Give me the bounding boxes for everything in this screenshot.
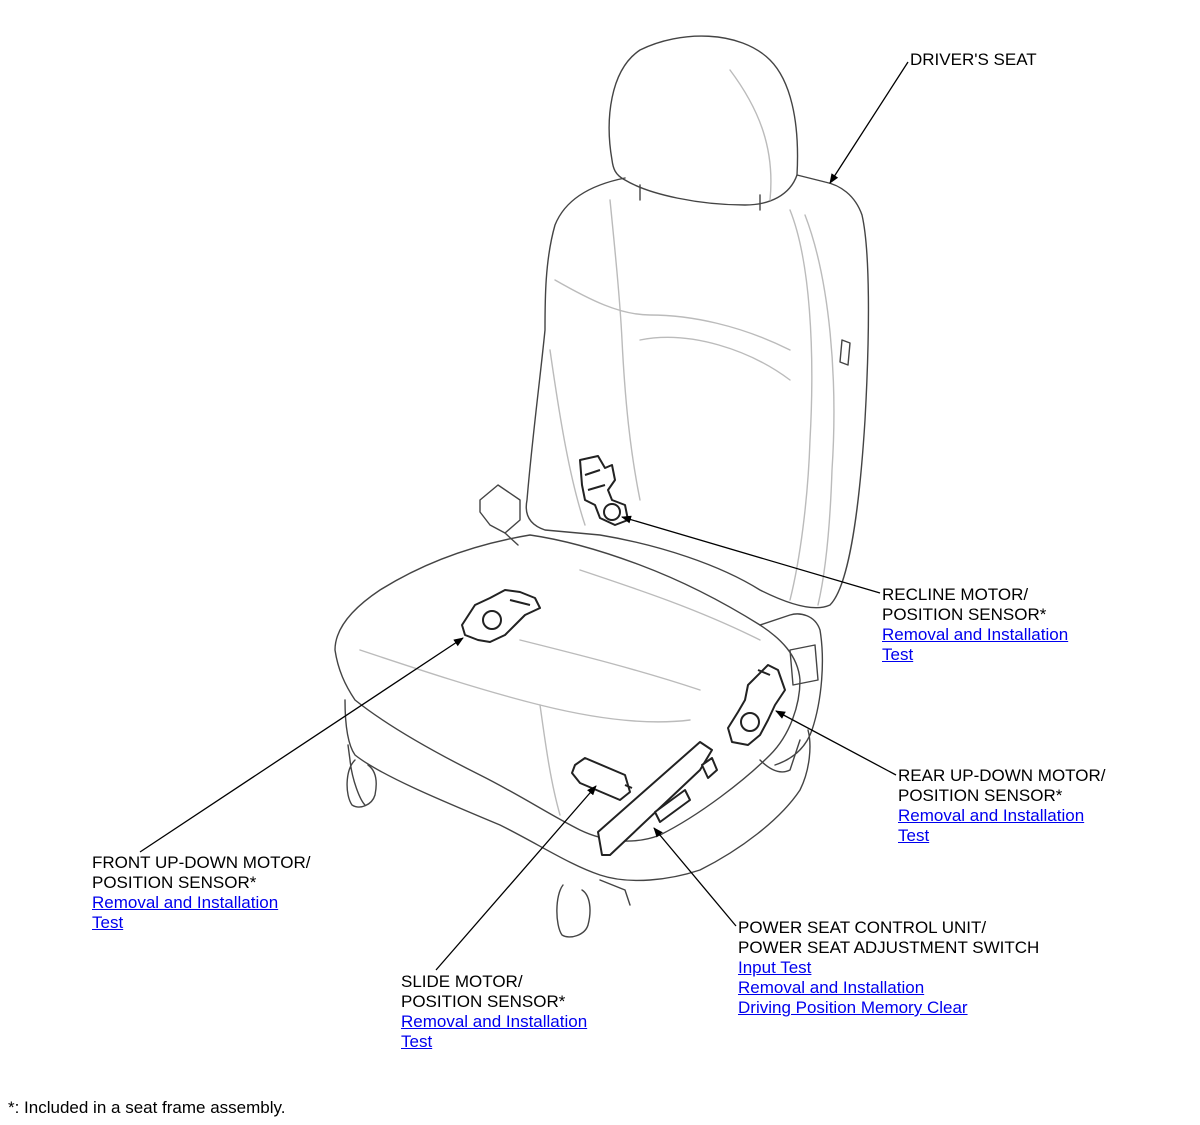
leader-slide bbox=[435, 785, 597, 971]
front-removal-link[interactable]: Removal and Installation bbox=[92, 893, 279, 912]
rear-title-line1: REAR UP-DOWN MOTOR/ bbox=[898, 766, 1106, 785]
front-title-line2: POSITION SENSOR* bbox=[92, 873, 257, 892]
slide-title-line2: POSITION SENSOR* bbox=[401, 992, 566, 1011]
drivers-seat-text: DRIVER'S SEAT bbox=[910, 50, 1037, 69]
front-up-down-motor bbox=[461, 589, 541, 643]
label-recline-motor: RECLINE MOTOR/ POSITION SENSOR* Removal … bbox=[882, 585, 1068, 665]
front-leg-right bbox=[556, 884, 591, 938]
slide-motor bbox=[571, 757, 633, 801]
front-test-link[interactable]: Test bbox=[92, 913, 124, 932]
leader-front-up-down bbox=[139, 637, 464, 853]
slide-removal-link[interactable]: Removal and Installation bbox=[401, 1012, 588, 1031]
leader-drivers-seat bbox=[829, 61, 909, 184]
control-input-test-link[interactable]: Input Test bbox=[738, 958, 812, 977]
seat-base bbox=[344, 699, 811, 882]
seatbelt-buckle bbox=[479, 484, 521, 534]
headrest-seam bbox=[729, 69, 772, 201]
seat-illustration bbox=[334, 35, 870, 938]
leader-recline bbox=[621, 515, 881, 594]
leader-lines bbox=[139, 61, 909, 971]
backrest-shoulder-seam bbox=[554, 279, 791, 351]
headrest bbox=[608, 35, 799, 206]
recline-motor bbox=[579, 455, 629, 526]
seat-cushion bbox=[334, 534, 801, 842]
slide-title-line1: SLIDE MOTOR/ bbox=[401, 972, 523, 991]
recline-title-line1: RECLINE MOTOR/ bbox=[882, 585, 1029, 604]
cushion-seam bbox=[359, 649, 691, 723]
control-memory-clear-link[interactable]: Driving Position Memory Clear bbox=[738, 998, 968, 1017]
rear-title-line2: POSITION SENSOR* bbox=[898, 786, 1063, 805]
side-panel bbox=[759, 613, 824, 766]
front-leg-left bbox=[346, 759, 377, 808]
power-seat-control-unit bbox=[597, 741, 718, 856]
rear-up-down-motor bbox=[727, 664, 786, 746]
slide-test-link[interactable]: Test bbox=[401, 1032, 433, 1051]
leader-control-unit bbox=[653, 827, 737, 927]
footnote: *: Included in a seat frame assembly. bbox=[8, 1098, 286, 1117]
label-front-up-down-motor: FRONT UP-DOWN MOTOR/ POSITION SENSOR* Re… bbox=[92, 853, 310, 933]
recline-test-link[interactable]: Test bbox=[882, 645, 914, 664]
label-rear-up-down-motor: REAR UP-DOWN MOTOR/ POSITION SENSOR* Rem… bbox=[898, 766, 1105, 846]
control-removal-link[interactable]: Removal and Installation bbox=[738, 978, 925, 997]
rear-removal-link[interactable]: Removal and Installation bbox=[898, 806, 1085, 825]
components bbox=[461, 455, 786, 856]
control-title-line2: POWER SEAT ADJUSTMENT SWITCH bbox=[738, 938, 1040, 957]
control-title-line1: POWER SEAT CONTROL UNIT/ bbox=[738, 918, 987, 937]
recline-title-line2: POSITION SENSOR* bbox=[882, 605, 1047, 624]
front-title-line1: FRONT UP-DOWN MOTOR/ bbox=[92, 853, 311, 872]
label-drivers-seat: DRIVER'S SEAT bbox=[910, 50, 1037, 70]
recline-removal-link[interactable]: Removal and Installation bbox=[882, 625, 1069, 644]
label-power-seat-control-unit: POWER SEAT CONTROL UNIT/ POWER SEAT ADJU… bbox=[738, 918, 1039, 1018]
leader-rear-up-down bbox=[775, 710, 897, 776]
backrest-side-seam bbox=[789, 209, 813, 601]
backrest bbox=[525, 174, 870, 609]
rear-test-link[interactable]: Test bbox=[898, 826, 930, 845]
label-slide-motor: SLIDE MOTOR/ POSITION SENSOR* Removal an… bbox=[401, 972, 587, 1052]
